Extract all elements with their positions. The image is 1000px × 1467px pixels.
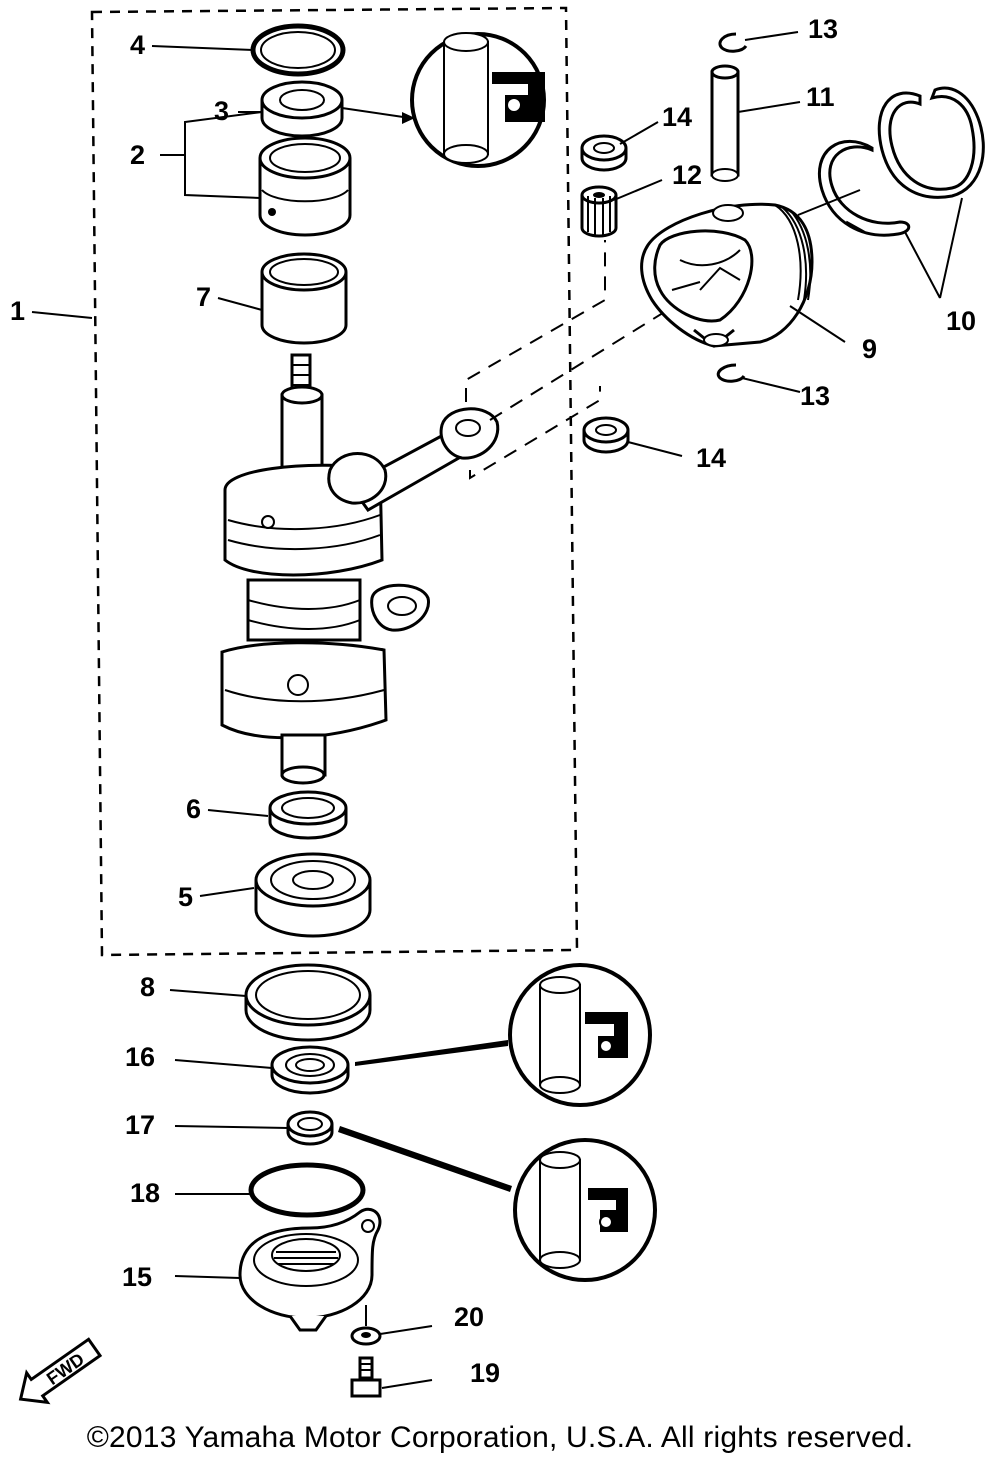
label-part-10: 10: [946, 306, 976, 336]
part-5-bearing: [254, 852, 372, 938]
part-10-piston-ring-1: [818, 139, 911, 237]
part-10-piston-ring-2: [877, 86, 985, 199]
part-3-oil-seal: [260, 80, 415, 138]
part-12-needle-bearing: [580, 185, 618, 238]
assembly-group-boundary: [90, 6, 579, 957]
part-17-small-seal: [286, 1110, 512, 1192]
seal-detail-magnifier-lower: [513, 1138, 657, 1282]
part-2-bearing: [258, 136, 352, 237]
part-18-o-ring: [248, 1162, 366, 1218]
label-part-15: 15: [122, 1262, 152, 1292]
part-7-bushing: [260, 252, 348, 345]
part-8-seal-ring: [244, 963, 372, 1042]
label-part-5: 5: [178, 882, 193, 912]
label-part-14-top: 14: [662, 102, 692, 132]
crankshaft: [220, 353, 500, 785]
label-part-7: 7: [196, 282, 211, 312]
copyright-notice: ©2013 Yamaha Motor Corporation, U.S.A. A…: [86, 1421, 914, 1454]
label-part-12: 12: [672, 160, 702, 190]
label-part-11: 11: [806, 82, 835, 112]
label-part-14-bottom: 14: [696, 443, 726, 473]
part-9-piston: [640, 202, 814, 348]
part-4-o-ring: [250, 23, 346, 77]
part-19-bolt: [350, 1356, 382, 1398]
part-11-piston-pin: [710, 64, 740, 182]
label-part-2: 2: [130, 140, 145, 170]
label-part-13-top: 13: [808, 14, 838, 44]
guide-line-piston: [469, 386, 601, 480]
forward-direction-arrow: FWD: [18, 1337, 103, 1405]
leader-lines: [31, 31, 963, 1389]
label-part-6: 6: [186, 794, 201, 824]
label-part-8: 8: [140, 972, 155, 1002]
part-16-oil-seal: [270, 1040, 508, 1095]
guide-line-wristpin: [465, 240, 606, 402]
part-13-circlip-bottom: [716, 363, 746, 383]
part-13-circlip-top: [718, 32, 748, 53]
label-part-4: 4: [130, 30, 145, 60]
part-14-washer-bottom: [582, 416, 630, 454]
part-20-washer: [350, 1305, 382, 1346]
label-part-19: 19: [470, 1358, 500, 1388]
part-6-bearing: [268, 790, 348, 840]
label-part-17: 17: [125, 1110, 155, 1140]
label-part-13-bottom: 13: [800, 381, 830, 411]
part-14-washer-top: [580, 134, 628, 172]
seal-detail-magnifier-top: [410, 32, 546, 168]
label-part-9: 9: [862, 334, 877, 364]
seal-detail-magnifier-middle: [508, 963, 652, 1107]
label-part-1: 1: [10, 296, 25, 326]
label-part-16: 16: [125, 1042, 155, 1072]
label-part-18: 18: [130, 1178, 160, 1208]
label-part-20: 20: [454, 1302, 484, 1332]
part-15-housing: [238, 1207, 382, 1332]
label-part-3: 3: [214, 96, 229, 126]
